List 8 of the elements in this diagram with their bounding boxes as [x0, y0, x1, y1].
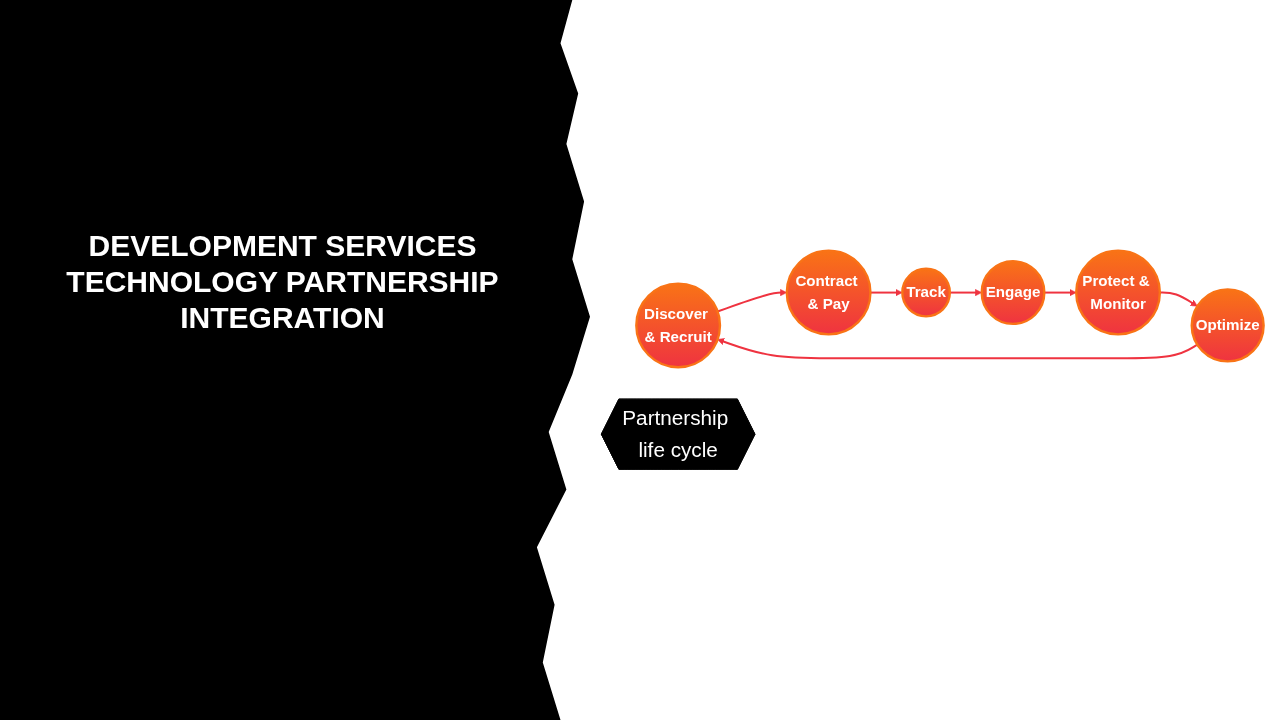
- node-circle: Engage: [980, 260, 1046, 326]
- arrow: [717, 338, 1199, 360]
- node-circle: Contract & Pay: [785, 249, 872, 336]
- node-circle: Optimize: [1190, 288, 1265, 363]
- node-circle: Track: [901, 267, 952, 318]
- node-circle: Protect & Monitor: [1075, 249, 1162, 336]
- title: DEVELOPMENT SERVICES TECHNOLOGY PARTNERSHIP INTEGRATION: [65, 228, 500, 336]
- node-circle: Discover & Recruit: [635, 282, 722, 369]
